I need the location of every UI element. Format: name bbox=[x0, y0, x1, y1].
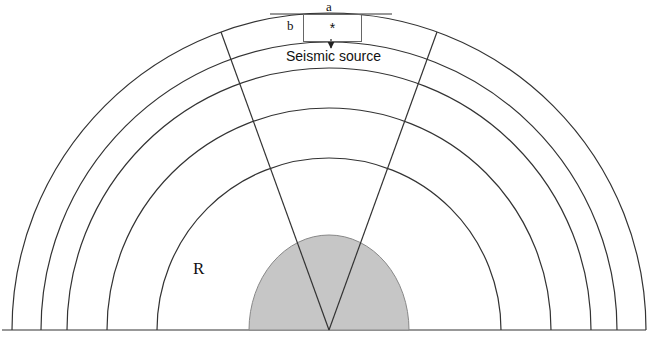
layer-arc bbox=[67, 68, 591, 330]
layer-arc bbox=[157, 158, 501, 330]
layer-arc bbox=[12, 13, 646, 330]
radial-line bbox=[221, 32, 329, 330]
radius-label: R bbox=[193, 260, 204, 279]
layer-arc bbox=[41, 42, 617, 330]
layer-arc bbox=[107, 108, 551, 330]
source-marker: * bbox=[330, 20, 335, 36]
dimension-label: b bbox=[287, 19, 294, 33]
core bbox=[249, 235, 409, 330]
source-arrow bbox=[330, 39, 331, 48]
dimension-label: a bbox=[326, 0, 332, 14]
radial-line bbox=[329, 32, 437, 330]
source-label: Seismic source bbox=[286, 49, 381, 64]
source-box: * bbox=[303, 14, 362, 42]
